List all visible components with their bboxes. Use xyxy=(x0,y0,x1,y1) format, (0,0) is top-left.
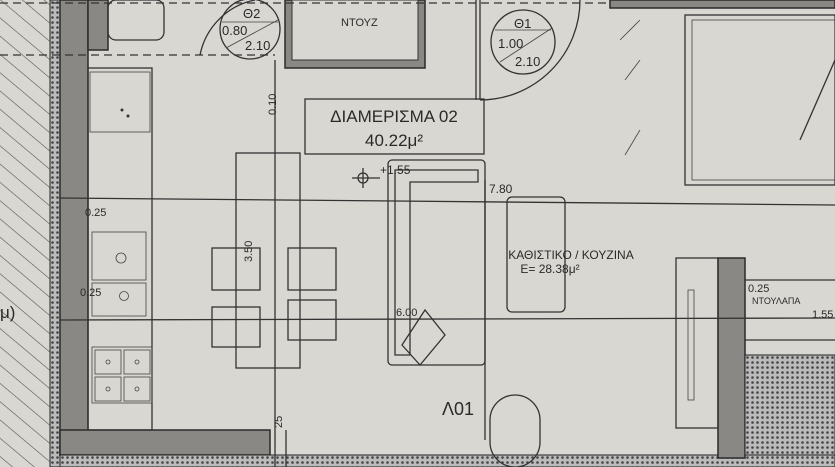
door-height: 2.10 xyxy=(245,38,270,53)
door-height: 2.10 xyxy=(515,54,540,69)
dimension-label: 3.50 xyxy=(243,241,255,262)
dimension-label: 1.55 xyxy=(812,309,833,321)
room-name: ΚΑΘΙΣΤΙΚΟ / ΚΟΥΖΙΝΑ xyxy=(508,248,633,262)
wall-right xyxy=(717,257,746,459)
dimension-label: 0.25 xyxy=(85,207,106,219)
wardrobe-label: ΝΤΟΥΛΑΠΑ xyxy=(752,296,800,306)
wall-left xyxy=(59,0,89,456)
sink-bowl xyxy=(91,231,147,281)
tv-unit xyxy=(675,257,719,429)
window-swing xyxy=(489,394,541,467)
shower-label: ΝΤΟΥΖ xyxy=(341,17,378,29)
door-width: 1.00 xyxy=(498,36,523,51)
apartment-area: 40.22μ² xyxy=(365,131,423,150)
wall-right-lower xyxy=(744,354,835,456)
dining-table xyxy=(235,152,301,369)
dimension-label: 0.10 xyxy=(267,94,279,115)
room-area: Ε= 28.38μ² xyxy=(520,262,579,276)
door-id: Θ2 xyxy=(243,6,260,21)
sink-bowl-2 xyxy=(91,282,147,317)
dimension-label: 25 xyxy=(273,416,285,428)
door-width: 0.80 xyxy=(222,23,247,38)
wall-bottom xyxy=(59,429,271,456)
door-tag-theta2: Θ2 0.80 2.10 xyxy=(219,0,281,60)
left-label-fragment: μ) xyxy=(0,303,15,322)
cushion xyxy=(401,308,446,366)
level-marker-icon xyxy=(352,168,380,188)
shower xyxy=(291,0,419,61)
coffee-table xyxy=(506,196,566,313)
door-id: Θ1 xyxy=(514,16,531,31)
cabinet xyxy=(89,71,151,133)
chair xyxy=(287,247,337,291)
outer-wall-bottom xyxy=(59,454,835,467)
toilet xyxy=(107,0,165,41)
sofa xyxy=(387,159,486,366)
chair xyxy=(287,299,337,341)
exterior-hatch xyxy=(0,0,50,467)
dimension-label: 0.25 xyxy=(80,287,101,299)
apartment-title-box xyxy=(304,98,485,155)
door-swing-theta2 xyxy=(199,0,256,56)
stove-icon xyxy=(91,346,153,404)
dimension-label: 7.80 xyxy=(489,182,513,196)
dimension-label: 6.00 xyxy=(396,307,417,319)
door-swing-theta1 xyxy=(479,0,581,101)
elevation-label: +1.55 xyxy=(380,163,411,177)
dimension-label: 0.25 xyxy=(748,283,769,295)
outer-wall-left xyxy=(49,0,61,467)
bath-wall xyxy=(87,0,109,51)
chair xyxy=(211,306,261,348)
chair xyxy=(211,247,261,291)
door-tag-theta1: Θ1 1.00 2.10 xyxy=(490,9,556,75)
kitchen-counter xyxy=(87,67,153,431)
window-label: Λ01 xyxy=(442,399,474,419)
apartment-title: ΔΙΑΜΕΡΙΣΜΑ 02 xyxy=(330,107,458,126)
